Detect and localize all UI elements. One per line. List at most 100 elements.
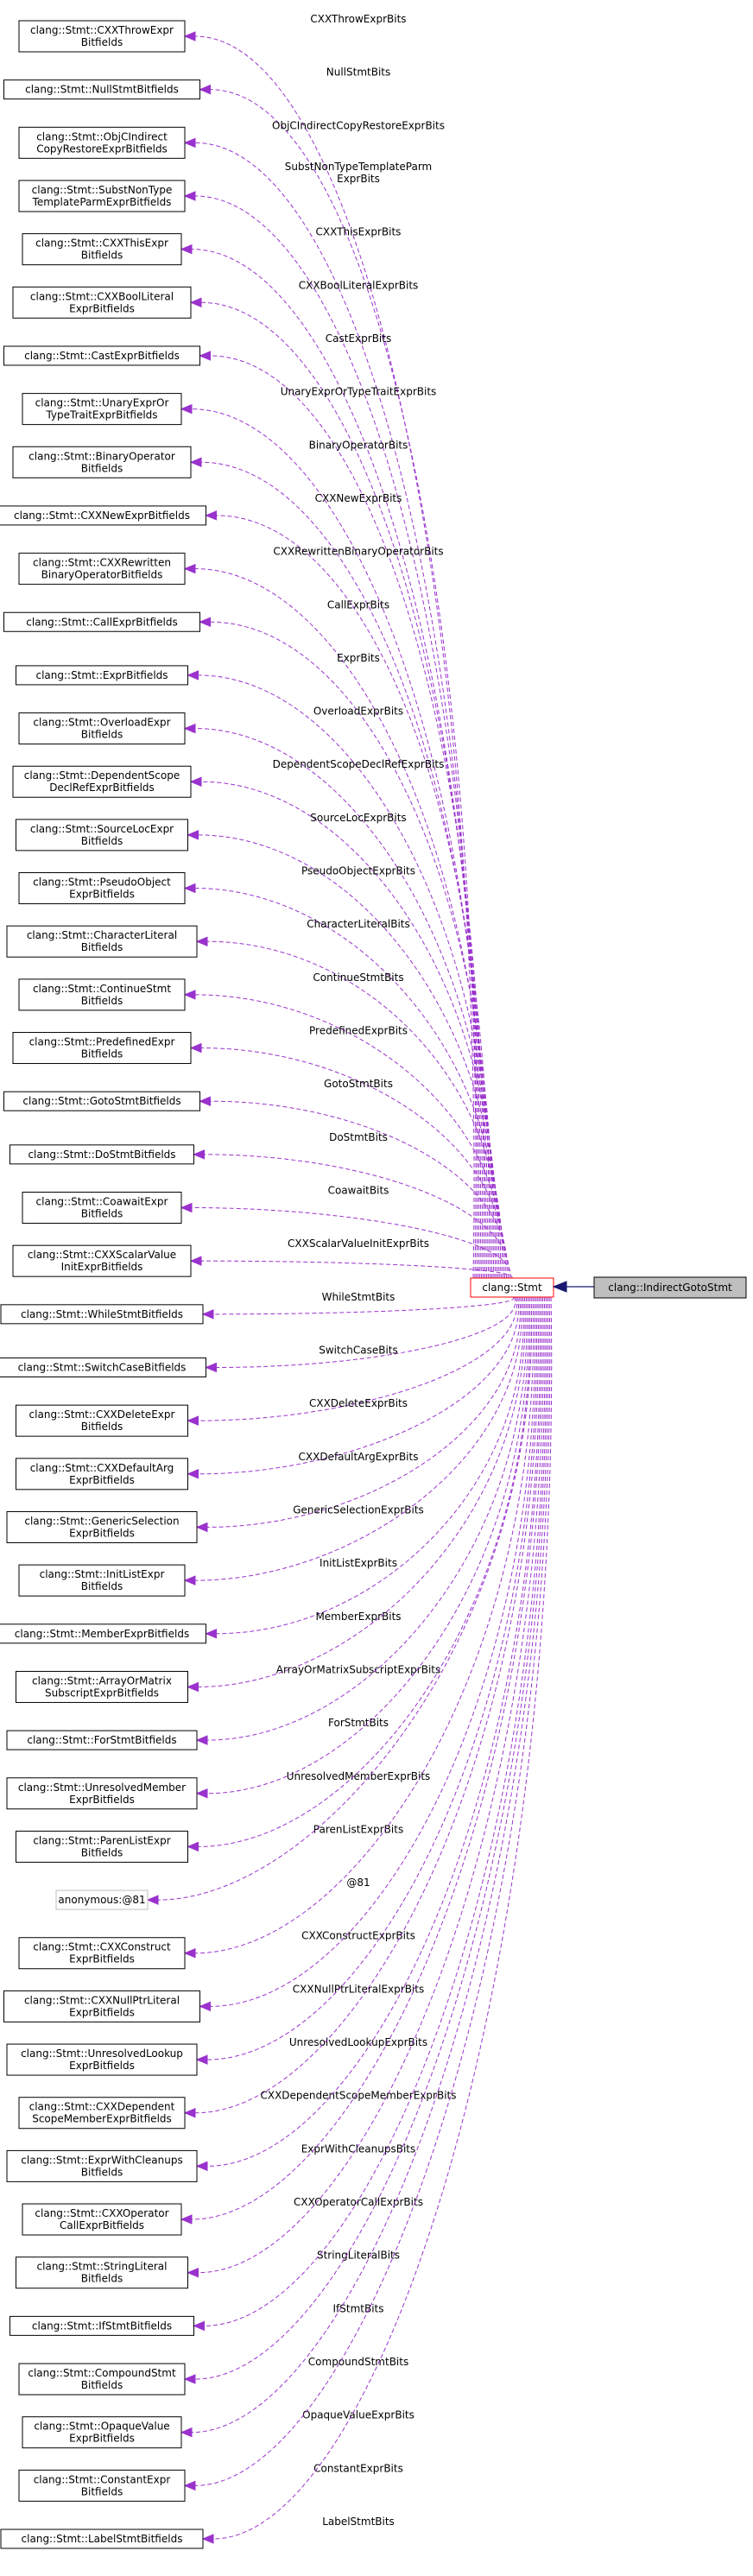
member-node-box	[12, 1032, 192, 1065]
member-node-box	[6, 2043, 198, 2076]
member-node-label: clang::Stmt::CXXOperator	[35, 2207, 168, 2219]
member-node-castexprbits[interactable]: clang::Stmt::CastExprBitfields	[3, 345, 200, 366]
member-node-forstmtbits[interactable]: clang::Stmt::ForStmtBitfields	[6, 1730, 198, 1750]
member-edge-ifstmtbits	[204, 1296, 546, 2326]
member-node-box	[9, 2315, 194, 2336]
member-node-label: SubscriptExprBitfields	[45, 1687, 159, 1699]
member-node-cxxoperatorcallexprbits[interactable]: clang::Stmt::CXXOperatorCallExprBitfield…	[22, 2203, 182, 2236]
member-edge-arrowhead	[183, 2107, 196, 2118]
member-node-box	[16, 665, 188, 686]
member-node-nullstmtbits[interactable]: clang::Stmt::NullStmtBitfields	[3, 79, 200, 100]
member-node-objcindirectcopyrestoreexprbits[interactable]: clang::Stmt::ObjCIndirectCopyRestoreExpr…	[18, 126, 186, 159]
member-edge-characterliteralbits	[206, 940, 503, 1279]
member-edge-cxxdeleteexprbits	[198, 1296, 518, 1421]
member-node-label: ExprBitfields	[69, 1794, 135, 1806]
member-node-label: clang::Stmt::LabelStmtBitfields	[22, 2533, 183, 2545]
stmt-node[interactable]: clang::Stmt	[470, 1277, 554, 1298]
member-node-switchcasebits[interactable]: clang::Stmt::SwitchCaseBitfields	[0, 1357, 206, 1377]
member-node-unresolvedlookupexprbits[interactable]: clang::Stmt::UnresolvedLookupExprBitfiel…	[6, 2043, 198, 2076]
member-node-memberexprbits[interactable]: clang::Stmt::MemberExprBitfields	[0, 1623, 206, 1644]
member-node-cxxnewexprbits[interactable]: clang::Stmt::CXXNewExprBitfields	[0, 505, 206, 526]
member-node-label: clang::Stmt::CXXConstruct	[33, 1941, 171, 1953]
member-edge-label-nullstmtbits: NullStmtBits	[326, 66, 391, 79]
member-node-label: Bitfields	[81, 1048, 123, 1060]
member-node-genericselectionexprbits[interactable]: clang::Stmt::GenericSelectionExprBitfiel…	[6, 1510, 198, 1543]
member-node-gotostmtbits[interactable]: clang::Stmt::GotoStmtBitfields	[3, 1091, 200, 1111]
member-edge-unaryexprortypetraitexprbits	[191, 408, 486, 1279]
member-node-arrayormatrixsubscriptexprbits[interactable]: clang::Stmt::ArrayOrMatrixSubscriptExprB…	[16, 1670, 188, 1703]
member-edge-label-parenlistexprbits: ParenListExprBits	[313, 1823, 403, 1835]
member-node-label: CallExprBitfields	[60, 2219, 144, 2231]
member-edge-gotostmtbits	[210, 1100, 508, 1279]
member-node-cxxdependentscopememberexprbits[interactable]: clang::Stmt::CXXDependentScopeMemberExpr…	[18, 2097, 186, 2130]
member-edge-label-cxxthisexprbits: CXXThisExprBits	[316, 226, 402, 238]
member-node-box	[16, 1670, 188, 1703]
member-edge-continuestmtbits	[194, 994, 504, 1279]
member-node-label: clang::Stmt::CXXThisExpr	[35, 237, 168, 250]
member-node-cxxscalarvalueinitexprbits[interactable]: clang::Stmt::CXXScalarValueInitExprBitfi…	[12, 1244, 192, 1277]
member-node-ifstmtbits[interactable]: clang::Stmt::IfStmtBitfields	[9, 2315, 194, 2336]
member-node-81[interactable]: anonymous:@81	[55, 1889, 149, 1910]
member-node-box	[0, 2529, 204, 2549]
member-node-callexprbits[interactable]: clang::Stmt::CallExprBitfields	[3, 611, 200, 632]
member-node-box	[0, 1357, 206, 1377]
indirect-goto-stmt-node[interactable]: clang::IndirectGotoStmt	[593, 1276, 747, 1299]
member-node-box	[22, 1192, 182, 1225]
member-node-dependentscopedeclrefexprbits[interactable]: clang::Stmt::DependentScopeDeclRefExprBi…	[12, 765, 192, 798]
member-node-box	[18, 2469, 186, 2502]
member-node-whilestmtbits[interactable]: clang::Stmt::WhileStmtBitfields	[0, 1304, 204, 1325]
member-node-label: clang::Stmt::SourceLocExpr	[30, 823, 174, 835]
member-node-box	[6, 2149, 198, 2182]
member-node-box	[22, 2203, 182, 2236]
member-edge-label-binaryoperatorbits: BinaryOperatorBits	[309, 439, 408, 451]
member-edge-label-switchcasebits: SwitchCaseBits	[319, 1344, 398, 1356]
member-node-labelstmtbits[interactable]: clang::Stmt::LabelStmtBitfields	[0, 2529, 204, 2549]
member-edge-label-whilestmtbits: WhileStmtBits	[322, 1291, 395, 1303]
member-edge-arrowhead	[180, 2427, 193, 2438]
member-node-dostmtbits[interactable]: clang::Stmt::DoStmtBitfields	[9, 1144, 194, 1165]
member-edge-arrowhead	[195, 936, 208, 946]
member-node-exprbits[interactable]: clang::Stmt::ExprBitfields	[16, 665, 188, 686]
member-edge-label-cxxboolliteralexprbits: CXXBoolLiteralExprBits	[299, 279, 419, 291]
member-edge-arrowhead	[199, 84, 211, 95]
member-node-label: Bitfields	[81, 835, 123, 847]
member-edge-label-cxxscalarvalueinitexprbits: CXXScalarValueInitExprBits	[288, 1237, 429, 1250]
member-node-label: clang::Stmt::DoStmtBitfields	[28, 1149, 175, 1161]
member-node-label: clang::Stmt::ParenListExpr	[33, 1834, 170, 1846]
member-node-unaryexprortypetraitexprbits[interactable]: clang::Stmt::UnaryExprOrTypeTraitExprBit…	[22, 393, 182, 426]
member-edge-arrowhead	[195, 1788, 208, 1799]
member-node-binaryoperatorbits[interactable]: clang::Stmt::BinaryOperatorBitfields	[12, 446, 192, 478]
member-edge-arrowhead	[201, 2534, 214, 2544]
member-node-label: clang::Stmt::CXXNewExprBitfields	[14, 510, 190, 522]
member-node-label: ExprBitfields	[69, 889, 135, 901]
member-node-substnontypetemplateparmexprbits[interactable]: clang::Stmt::SubstNonTypeTemplateParmExp…	[18, 180, 186, 212]
member-edge-label-substnontypetemplateparmexprbits: ExprBits	[337, 173, 380, 185]
member-node-unresolvedmemberexprbits[interactable]: clang::Stmt::UnresolvedMemberExprBitfiel…	[6, 1777, 198, 1810]
member-edge-arrowhead	[199, 351, 211, 361]
member-node-cxxrewrittenbinaryoperatorbits[interactable]: clang::Stmt::CXXRewrittenBinaryOperatorB…	[18, 553, 186, 585]
member-node-cxxnullptrliteralexprbits[interactable]: clang::Stmt::CXXNullPtrLiteralExprBitfie…	[3, 1990, 200, 2022]
member-node-box	[3, 1990, 200, 2022]
member-node-label: clang::Stmt::NullStmtBitfields	[25, 84, 179, 96]
member-node-box	[18, 180, 186, 212]
